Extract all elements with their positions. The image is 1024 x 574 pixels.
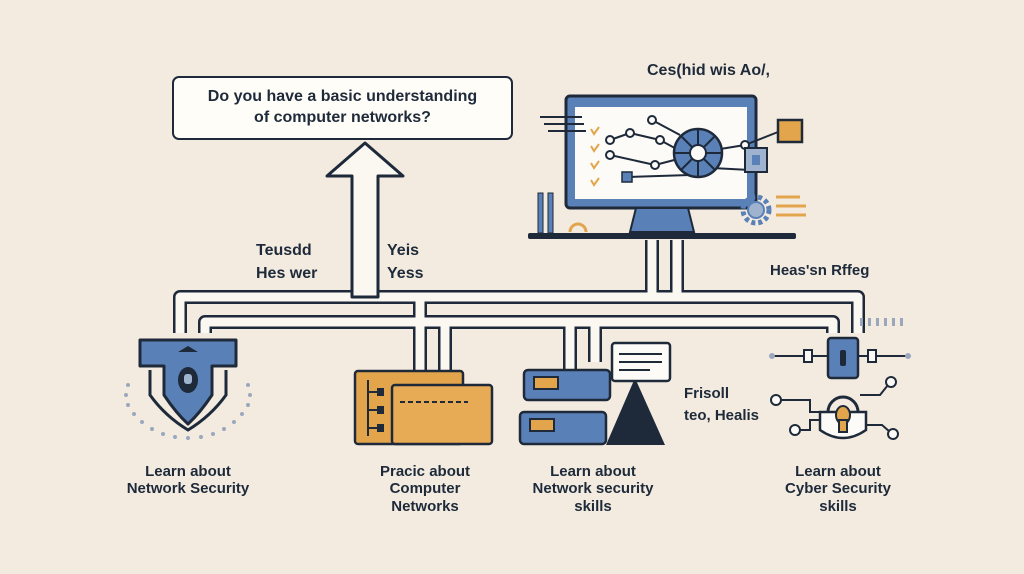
question-box: Do you have a basic understanding of com… (172, 76, 513, 140)
outcome-2-line-1: Pracic about (379, 463, 471, 480)
branch-label-right-line-1: Yeis (387, 242, 420, 259)
branch-label-right: Yeis Yess (387, 239, 423, 285)
outcome-4-line-1: Learn about (795, 463, 881, 480)
branch-label-right-line-2: Yess (387, 265, 424, 283)
outcome-4-line-3: skills (819, 497, 857, 515)
outcome-label-network-security-skills: Learn about Network security skills (503, 463, 683, 515)
outcome-1-line-1: Learn about (145, 463, 231, 480)
outcome-4-line-2: Cyber Security (785, 480, 891, 498)
side-note-line-1: Frisoll (684, 385, 730, 402)
question-line-2: of computer networks? (254, 109, 431, 126)
outcome-2-line-3: Networks (391, 497, 459, 515)
branch-label-left-line-2: Hes wer (256, 265, 318, 283)
gear-icon (740, 194, 772, 226)
outcome-2-line-2: Computer (389, 480, 461, 498)
outcome-1-line-2: Network Security (126, 480, 250, 498)
shield-icon (124, 338, 252, 440)
branch-label-left: Teusdd Hes wer (256, 239, 317, 285)
branch-label-far-right: Heas'sn Rffeg (770, 262, 870, 279)
side-note-line-2: teo, Healis (684, 406, 760, 424)
connector-lines (173, 240, 865, 370)
outcome-3-line-3: skills (574, 497, 612, 515)
outcome-label-computer-networks: Pracic about Computer Networks (335, 463, 515, 515)
outcome-label-cyber-security-skills: Learn about Cyber Security skills (748, 463, 928, 515)
orange-lines-decoration (776, 195, 806, 217)
padlock-circuit-icon (769, 318, 911, 440)
folder-icon (353, 369, 494, 446)
outcome-label-network-security: Learn about Network Security (98, 463, 278, 498)
up-arrow-icon (325, 141, 405, 299)
server-stack-icon (518, 341, 672, 446)
outcome-3-line-1: Learn about (550, 463, 636, 480)
top-right-caption: Ces(hid wis Ao/, (647, 62, 770, 79)
outcome-3-line-2: Network security (532, 480, 654, 498)
side-note: Frisoll teo, Healis (684, 383, 759, 427)
branch-label-left-line-1: Teusdd (256, 242, 312, 259)
monitor-network-icon (528, 94, 804, 239)
question-line-1: Do you have a basic understanding (207, 88, 478, 106)
